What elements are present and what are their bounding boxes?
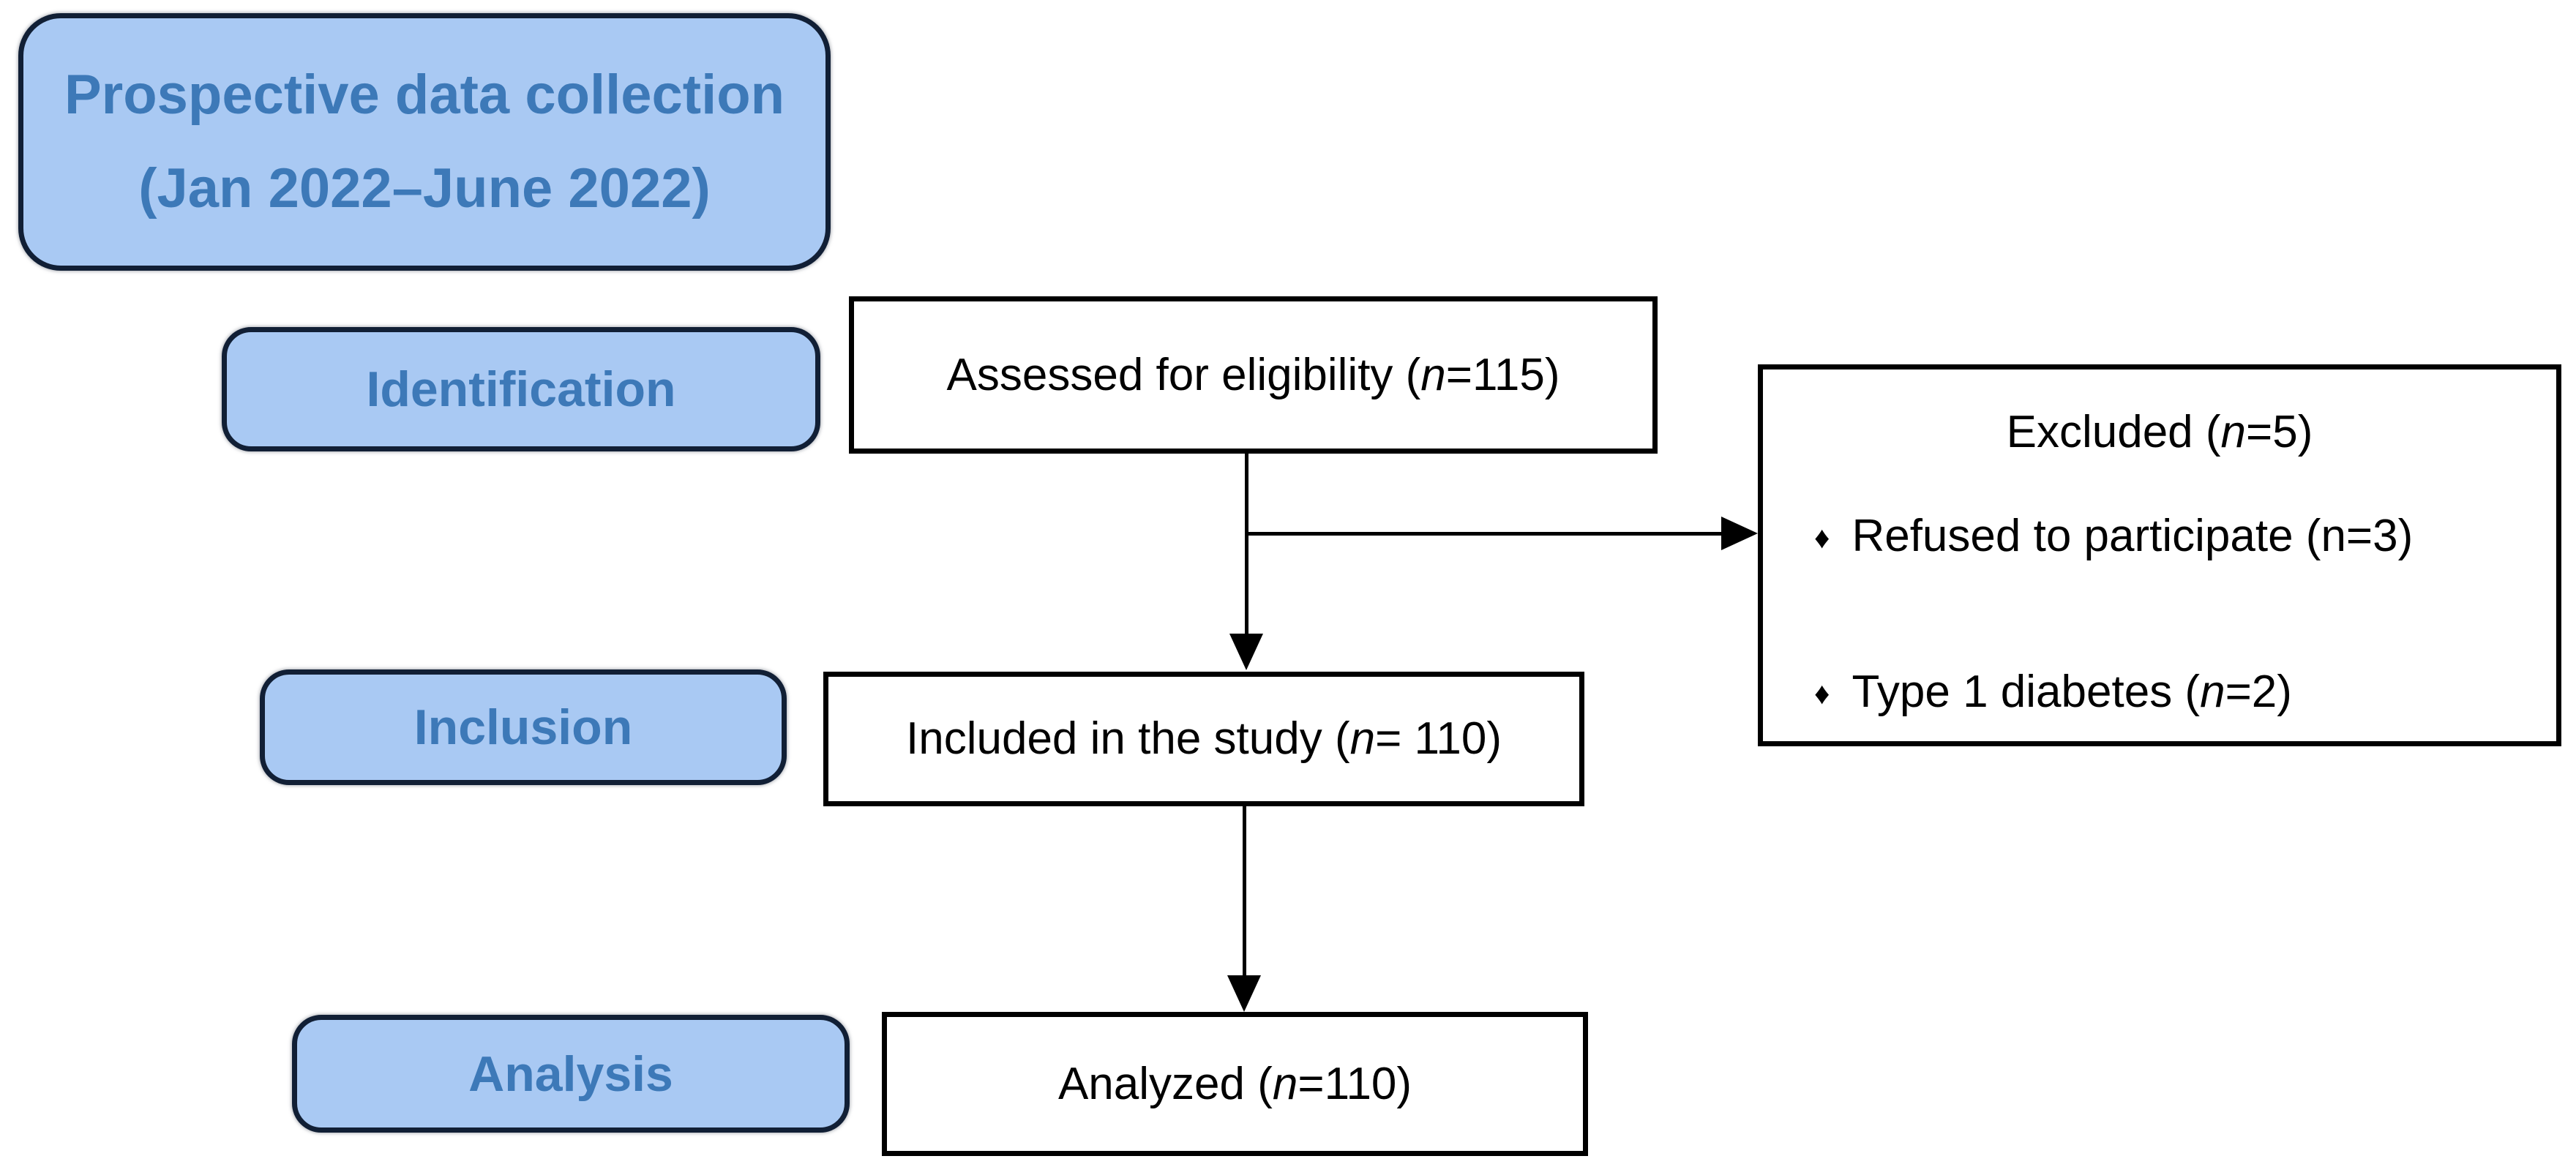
diamond-bullet-icon: ♦ <box>1814 675 1830 710</box>
flow-box-analyzed: Analyzed (n=110) <box>882 1012 1588 1156</box>
flow-box-excluded: Excluded (n=5) ♦ Refused to participate … <box>1758 364 2561 746</box>
arrow-included-to-analyzed-line <box>1243 806 1246 978</box>
included-text: Included in the study (n= 110) <box>906 713 1502 765</box>
title-box: Prospective data collection (Jan 2022–Ju… <box>18 13 831 271</box>
stage-label-analysis-text: Analysis <box>468 1046 673 1102</box>
assessed-text: Assessed for eligibility (n=115) <box>946 349 1560 400</box>
arrow-assessed-to-excluded-line <box>1248 532 1724 536</box>
stage-label-identification: Identification <box>222 327 820 451</box>
arrowhead-down-icon <box>1229 634 1263 670</box>
arrow-assessed-to-included-line <box>1245 454 1248 637</box>
flow-box-included-in-study: Included in the study (n= 110) <box>823 672 1584 806</box>
title-line-1: Prospective data collection <box>64 64 785 126</box>
excluded-title: Excluded (n=5) <box>2006 407 2313 457</box>
analyzed-text: Analyzed (n=110) <box>1057 1058 1412 1109</box>
arrowhead-down-icon <box>1227 975 1261 1012</box>
excluded-item-refused-text: Refused to participate (n=3) <box>1852 511 2414 561</box>
excluded-item-refused: ♦ Refused to participate (n=3) <box>1814 510 2413 562</box>
excluded-item-type1-diabetes-text: Type 1 diabetes (n=2) <box>1852 667 2292 717</box>
arrowhead-right-icon <box>1721 517 1758 550</box>
stage-label-inclusion-text: Inclusion <box>413 699 633 755</box>
excluded-item-type1-diabetes: ♦ Type 1 diabetes (n=2) <box>1814 666 2292 718</box>
flow-box-assessed-for-eligibility: Assessed for eligibility (n=115) <box>849 296 1658 454</box>
stage-label-identification-text: Identification <box>366 361 676 417</box>
stage-label-inclusion: Inclusion <box>260 669 787 785</box>
stage-label-analysis: Analysis <box>292 1015 850 1133</box>
title-line-2: (Jan 2022–June 2022) <box>138 157 711 219</box>
diamond-bullet-icon: ♦ <box>1814 519 1830 555</box>
